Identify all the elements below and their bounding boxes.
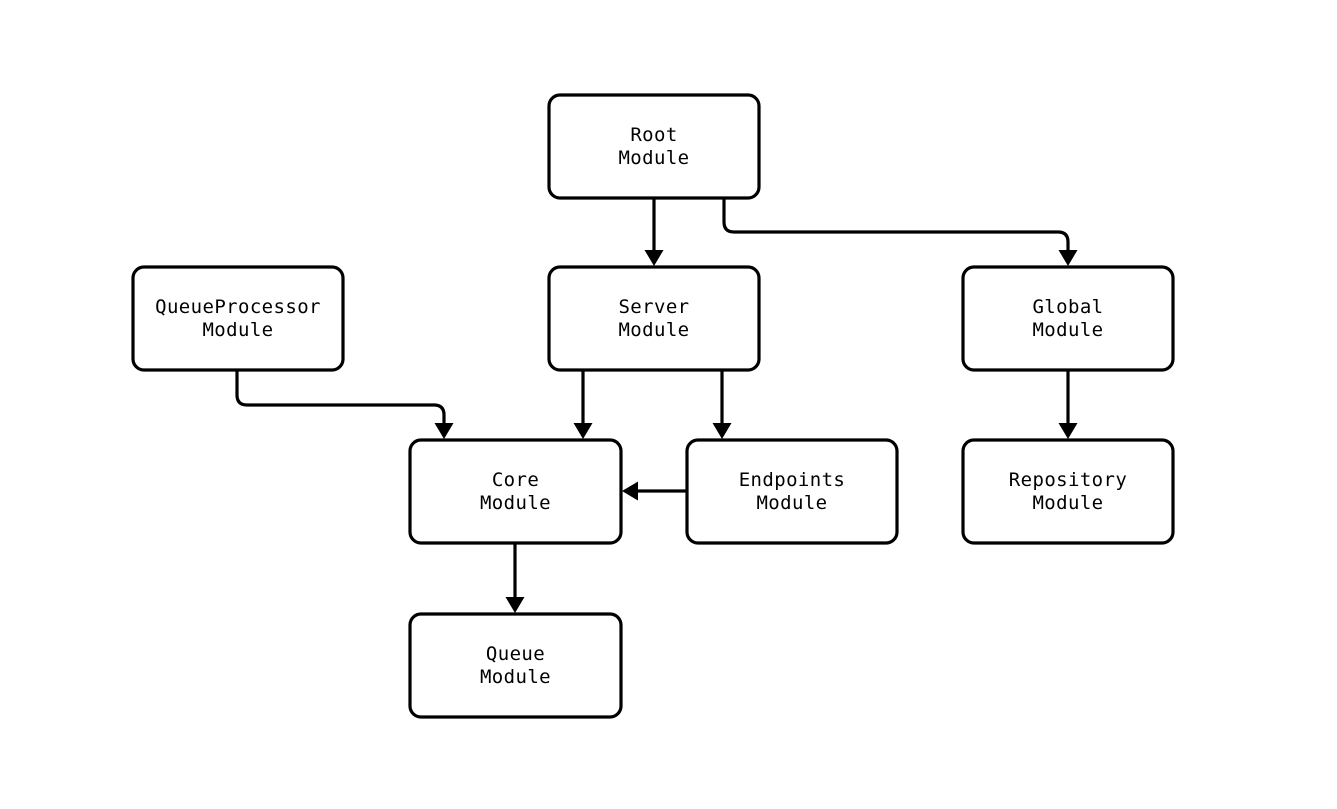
- node-box[interactable]: [547, 265, 761, 372]
- node-box[interactable]: [547, 93, 761, 200]
- node-label-line2: Module: [480, 666, 551, 688]
- node-box[interactable]: [408, 612, 623, 719]
- node-label-line2: Module: [756, 492, 827, 514]
- edge-core-to-queue: [505, 543, 525, 613]
- arrowhead-icon: [622, 481, 638, 501]
- node-label-line1: Core: [492, 469, 539, 491]
- edge-line: [235, 370, 446, 425]
- edge-global-to-repository: [1058, 370, 1078, 439]
- arrowhead-icon: [644, 250, 664, 266]
- arrowhead-icon: [573, 423, 593, 439]
- node-label-line2: Module: [1032, 492, 1103, 514]
- edge-queueprocessor-to-core: [235, 370, 454, 439]
- node-label-line1: Queue: [486, 643, 545, 665]
- arrowhead-icon: [505, 597, 525, 613]
- node-label-line1: Global: [1032, 296, 1103, 318]
- arrowhead-icon: [1058, 250, 1078, 266]
- edge-server-to-endpoints: [712, 370, 732, 439]
- edge-server-to-core: [573, 370, 593, 439]
- node-box[interactable]: [961, 265, 1175, 372]
- node-label-line1: Root: [630, 124, 677, 146]
- node-label-line1: Server: [618, 296, 689, 318]
- node-label-line2: Module: [1032, 319, 1103, 341]
- nodes-layer: RootModuleQueueProcessorModuleServerModu…: [131, 93, 1175, 719]
- edge-root-to-server: [644, 198, 664, 266]
- node-box[interactable]: [408, 438, 623, 545]
- arrowhead-icon: [434, 423, 454, 439]
- node-label-line1: Endpoints: [739, 469, 846, 491]
- node-label-line2: Module: [618, 319, 689, 341]
- node-box[interactable]: [131, 265, 345, 372]
- arrowhead-icon: [1058, 423, 1078, 439]
- node-label-line2: Module: [618, 147, 689, 169]
- node-label-line1: QueueProcessor: [155, 296, 321, 318]
- arrowhead-icon: [712, 423, 732, 439]
- edge-endpoints-to-core: [622, 481, 687, 501]
- node-label-line2: Module: [480, 492, 551, 514]
- node-label-line1: Repository: [1009, 469, 1127, 491]
- edge-root-to-global: [722, 198, 1078, 266]
- edge-line: [722, 198, 1070, 252]
- node-box[interactable]: [685, 438, 899, 545]
- node-box[interactable]: [961, 438, 1175, 545]
- node-label-line2: Module: [202, 319, 273, 341]
- edges-layer: [235, 198, 1078, 613]
